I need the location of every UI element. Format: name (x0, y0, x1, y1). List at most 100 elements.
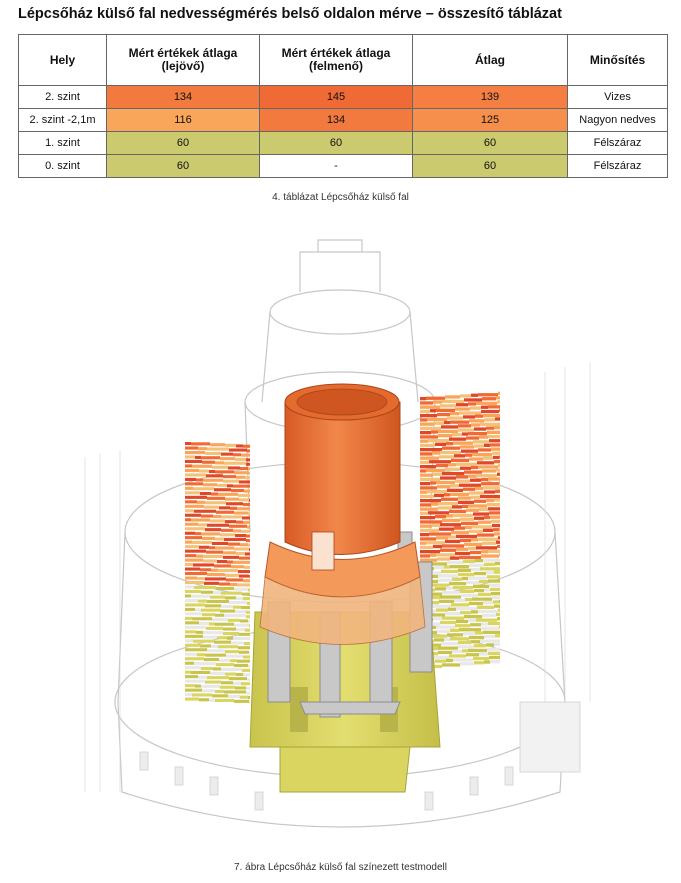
moisture-reading-bar (202, 461, 215, 464)
moisture-reading-bar (192, 541, 212, 544)
moisture-reading-bar (436, 553, 455, 556)
moisture-reading-bar (185, 603, 205, 606)
cell-lejovo: 134 (107, 86, 260, 109)
moisture-reading-bar (446, 659, 453, 662)
moisture-reading-bar (436, 464, 448, 467)
moisture-reading-bar (236, 476, 245, 479)
moisture-reading-bar (447, 416, 463, 419)
moisture-reading-bar (200, 492, 211, 495)
moisture-reading-bar (227, 637, 233, 640)
moisture-reading-bar (484, 588, 490, 591)
moisture-reading-bar (499, 409, 500, 412)
moisture-reading-bar (204, 506, 219, 509)
moisture-reading-bar (446, 587, 453, 590)
moisture-reading-bar (218, 493, 238, 496)
moisture-reading-bar (214, 564, 231, 567)
moisture-reading-bar (216, 587, 234, 590)
moisture-reading-bar (448, 535, 456, 538)
moisture-reading-bar (185, 635, 203, 638)
moisture-reading-bar (241, 682, 250, 685)
moisture-reading-bar (215, 461, 224, 464)
moisture-reading-bar (248, 665, 250, 668)
moisture-reading-bar (461, 594, 478, 597)
moisture-reading-bar (212, 466, 228, 469)
moisture-reading-bar (244, 642, 250, 645)
cell-hely: 2. szint -2,1m (19, 109, 107, 132)
moisture-reading-bar (460, 590, 474, 593)
moisture-reading-bar (248, 620, 250, 623)
moisture-reading-bar (444, 565, 450, 568)
moisture-reading-bar (213, 591, 221, 594)
moisture-reading-bar (440, 523, 461, 526)
moisture-reading-bar (185, 563, 193, 566)
moisture-reading-bar (420, 516, 435, 519)
moisture-reading-bar (487, 503, 500, 506)
moisture-reading-bar (456, 535, 477, 538)
moisture-reading-bar (441, 642, 458, 645)
moisture-reading-bar (191, 671, 210, 674)
moisture-reading-bar (420, 444, 435, 447)
table-row: 2. szint -2,1m 116 134 125 Nagyon nedves (19, 109, 668, 132)
moisture-reading-bar (484, 635, 495, 638)
moisture-reading-bar (225, 673, 236, 676)
moisture-reading-bar (459, 556, 481, 559)
moisture-reading-bar (426, 397, 445, 400)
moisture-reading-bar (444, 421, 450, 424)
moisture-reading-bar (456, 463, 477, 466)
moisture-reading-bar (420, 512, 428, 515)
moisture-reading-bar (248, 544, 250, 547)
moisture-reading-bar (460, 662, 474, 665)
moisture-reading-bar (185, 621, 199, 624)
moisture-reading-bar (452, 578, 462, 581)
moisture-reading-bar (249, 499, 250, 502)
moisture-reading-bar (196, 555, 203, 558)
cell-atlag: 60 (413, 155, 568, 178)
moisture-reading-bar (234, 547, 249, 550)
moisture-reading-bar (185, 612, 202, 615)
moisture-reading-bar (225, 498, 239, 501)
moisture-reading-bar (420, 410, 430, 413)
moisture-reading-bar (238, 570, 250, 573)
moisture-reading-bar (496, 468, 500, 471)
moisture-reading-bar (432, 451, 440, 454)
moisture-reading-bar (233, 485, 250, 488)
moisture-reading-bar (420, 529, 439, 532)
moisture-reading-bar (228, 619, 240, 622)
moisture-reading-bar (225, 574, 239, 577)
moisture-reading-bar (199, 622, 209, 625)
moisture-reading-bar (483, 486, 500, 489)
moisture-reading-bar (474, 572, 486, 575)
moisture-reading-bar (442, 663, 460, 666)
moisture-reading-bar (237, 507, 250, 510)
moisture-reading-bar (420, 469, 426, 472)
moisture-reading-bar (466, 581, 479, 584)
moisture-reading-bar (224, 690, 246, 693)
moisture-reading-bar (234, 588, 248, 591)
moisture-reading-bar (454, 599, 465, 602)
moisture-reading-bar (235, 534, 246, 537)
moisture-reading-bar (205, 681, 221, 684)
moisture-reading-bar (450, 637, 469, 640)
moisture-reading-bar (243, 655, 250, 658)
moisture-reading-bar (185, 536, 202, 539)
moisture-reading-bar (185, 662, 194, 665)
moisture-reading-bar (478, 593, 491, 596)
moisture-reading-bar (466, 436, 479, 439)
moisture-reading-bar (185, 496, 207, 499)
moisture-reading-bar (185, 617, 192, 620)
moisture-reading-bar (450, 412, 459, 415)
moisture-reading-bar (224, 462, 246, 465)
moisture-reading-bar (219, 659, 230, 662)
moisture-reading-bar (459, 628, 481, 631)
moisture-reading-bar (470, 406, 481, 409)
moisture-reading-bar (498, 464, 500, 467)
moisture-reading-bar (433, 545, 442, 548)
moisture-reading-bar (429, 532, 451, 535)
moisture-reading-bar (450, 629, 459, 632)
moisture-reading-bar (420, 537, 436, 540)
moisture-reading-bar (449, 654, 466, 657)
moisture-reading-bar (442, 400, 464, 403)
moisture-reading-bar (236, 552, 245, 555)
moisture-reading-bar (448, 608, 456, 611)
moisture-reading-bar (241, 606, 250, 609)
